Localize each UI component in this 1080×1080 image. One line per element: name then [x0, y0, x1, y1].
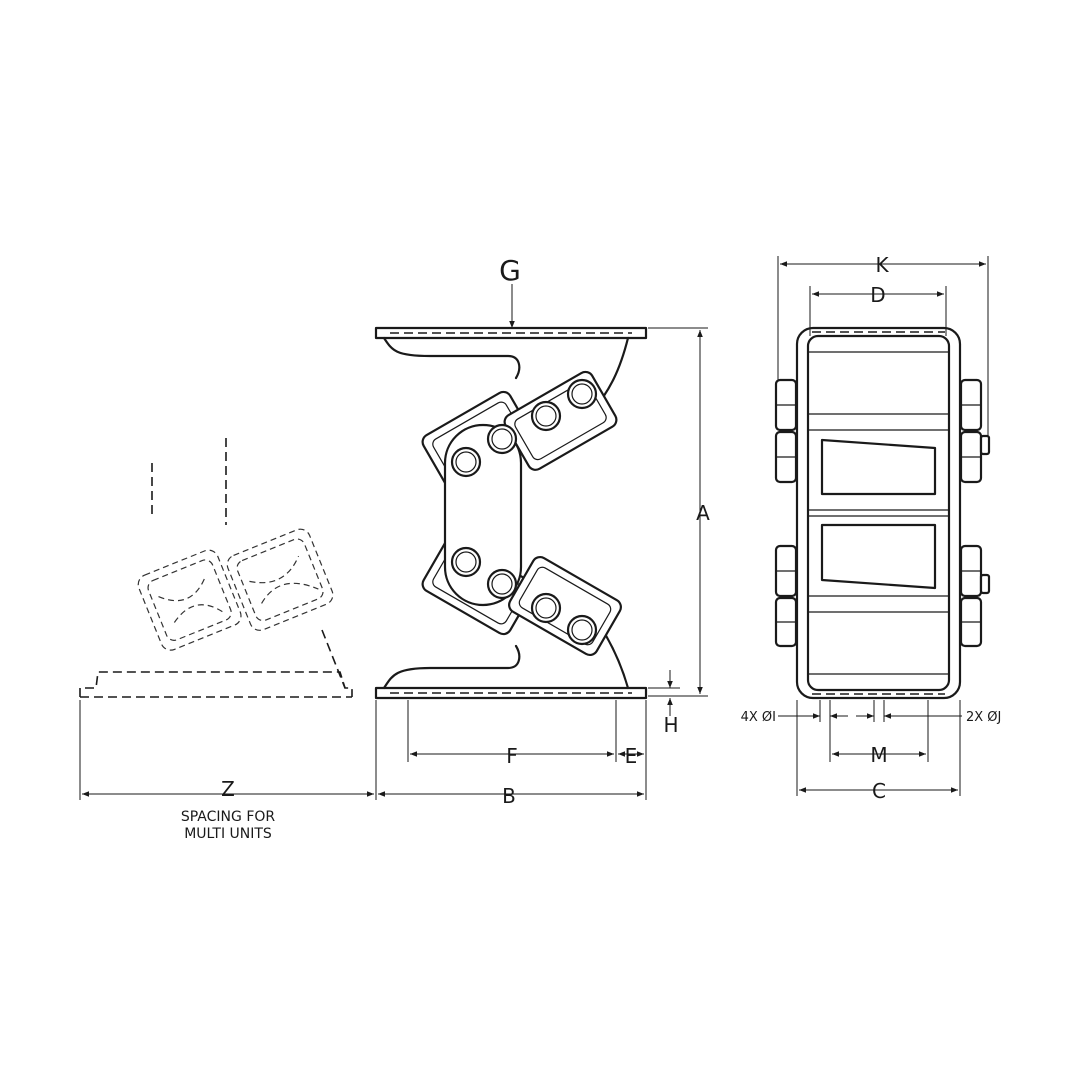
label-Z: Z	[221, 777, 235, 801]
bottom-plate	[374, 686, 648, 700]
wedge-upper	[820, 438, 937, 496]
bolts-front-left	[774, 378, 798, 648]
label-E: E	[625, 744, 638, 768]
ghost-adjacent-unit	[79, 438, 353, 698]
label-K: K	[875, 253, 889, 277]
wedge-lower	[820, 523, 937, 590]
label-C: C	[872, 779, 886, 803]
label-H: H	[663, 713, 678, 737]
outer-frame	[795, 326, 962, 700]
dimensions	[79, 256, 989, 800]
label-spacing-line2: MULTI UNITS	[184, 826, 272, 842]
label-D: D	[870, 283, 885, 307]
label-I: 4X ØI	[741, 710, 776, 725]
side-view	[374, 326, 648, 700]
top-plate	[374, 326, 648, 340]
label-J: 2X ØJ	[966, 710, 1001, 725]
lower-right-housing	[508, 555, 622, 657]
label-A: A	[696, 501, 710, 525]
dimension-labels: G A H F E B Z SPACING FOR MULTI UNITS K …	[181, 253, 1002, 842]
label-G: G	[499, 254, 521, 287]
label-spacing-line1: SPACING FOR	[181, 809, 276, 825]
label-B: B	[502, 784, 516, 808]
bolts-side	[450, 378, 598, 646]
front-view	[774, 326, 991, 700]
bolts-front-right	[959, 378, 991, 648]
label-M: M	[870, 743, 887, 767]
label-F: F	[506, 744, 518, 768]
